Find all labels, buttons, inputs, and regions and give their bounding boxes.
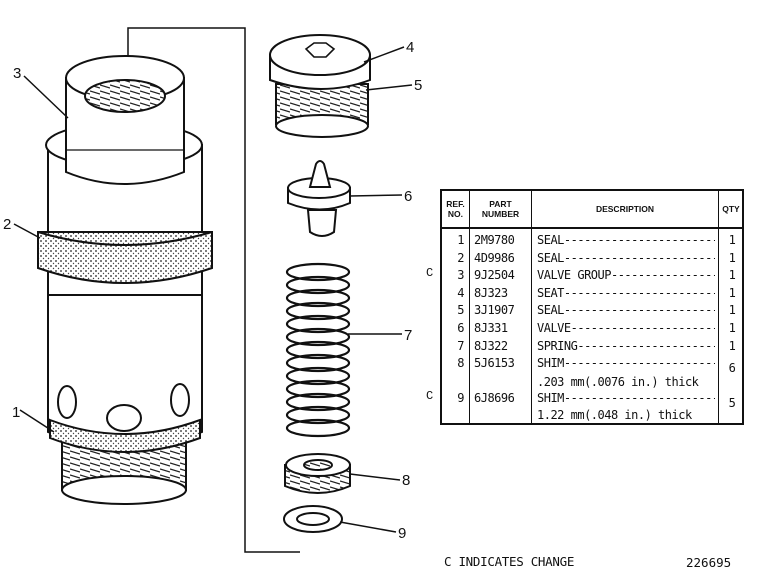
part-number: 8J322 xyxy=(474,338,508,353)
part-number: 3J1907 xyxy=(474,303,515,318)
qty: 1 xyxy=(728,250,736,265)
qty: 1 xyxy=(728,285,736,300)
spring-part xyxy=(285,262,351,438)
description: VALVE GROUP------------------- xyxy=(537,268,715,283)
assembly-bracket xyxy=(127,27,300,553)
table-header xyxy=(442,191,742,229)
part-number: 5J6153 xyxy=(474,356,515,371)
ref-no: 2 xyxy=(457,250,464,265)
ref-no: 1 xyxy=(457,233,464,247)
ref-no: 4 xyxy=(457,285,464,300)
part-number: 8J323 xyxy=(474,285,508,300)
qty: 1 xyxy=(728,268,736,283)
ref-no: 9 xyxy=(457,391,464,406)
part-number: 8J331 xyxy=(474,321,508,335)
seal-ring-upper xyxy=(37,231,213,284)
ref-no: 7 xyxy=(457,338,464,353)
description: SEAL-------------------------- xyxy=(537,233,715,247)
callout-7: 7 xyxy=(404,327,412,344)
row-8-thickness-note: .203 mm(.0076 in.) thick xyxy=(537,375,699,389)
shim-washer-part xyxy=(283,505,343,533)
seal-ring-lower xyxy=(49,418,201,453)
header-qty: QTY xyxy=(722,204,740,214)
header-ref-no: REF. NO. xyxy=(446,199,465,219)
part-number: 2M9780 xyxy=(474,233,515,247)
change-mark-row-9: C xyxy=(426,389,434,403)
callout-9: 9 xyxy=(398,525,406,542)
callout-2: 2 xyxy=(3,216,11,233)
part-number: 6J8696 xyxy=(474,391,515,406)
ref-no: 3 xyxy=(457,268,464,283)
description: SPRING------------------------ xyxy=(537,338,715,353)
description: SHIM-------------------------- xyxy=(537,391,715,406)
shim-stack-part xyxy=(284,453,351,494)
description: SEAT-------------------------- xyxy=(537,285,715,300)
header-description: DESCRIPTION xyxy=(595,204,655,214)
leader-lines xyxy=(13,46,413,533)
callout-8: 8 xyxy=(402,472,410,489)
qty: 5 xyxy=(728,396,736,411)
callout-6: 6 xyxy=(404,188,412,205)
callout-5: 5 xyxy=(414,77,422,94)
qty: 1 xyxy=(728,338,736,353)
table-row: 5 3J1907 SEAL-------------------------- … xyxy=(442,302,742,320)
ref-no: 8 xyxy=(457,356,464,371)
illustration-number: 226695 xyxy=(686,555,732,570)
table-row: 9 6J8696 SHIM-------------------------- … xyxy=(442,390,742,411)
callout-4: 4 xyxy=(406,39,414,56)
table-row: 3 9J2504 VALVE GROUP------------------- … xyxy=(442,267,742,285)
ref-no: 6 xyxy=(457,321,464,335)
part-number: 9J2504 xyxy=(474,268,515,283)
qty: 1 xyxy=(728,233,736,247)
qty: 1 xyxy=(728,321,736,335)
callout-3: 3 xyxy=(13,65,21,82)
seat-part xyxy=(269,34,371,138)
part-number: 4D9986 xyxy=(474,250,515,265)
table-row: 7 8J322 SPRING------------------------ 1 xyxy=(442,338,742,356)
parts-table: REF. NO. PART NUMBER DESCRIPTION QTY 1 2… xyxy=(440,189,744,425)
header-part-number: PART NUMBER xyxy=(481,199,520,219)
description: VALVE------------------------- xyxy=(537,321,715,335)
table-row: 4 8J323 SEAT-------------------------- 1 xyxy=(442,285,742,303)
table-row: 1 2M9780 SEAL-------------------------- … xyxy=(442,232,742,250)
description: SEAL-------------------------- xyxy=(537,303,715,318)
description: SEAL-------------------------- xyxy=(537,250,715,265)
row-9-thickness-note: 1.22 mm(.048 in.) thick xyxy=(537,408,692,422)
table-row: 8 5J6153 SHIM-------------------------- … xyxy=(442,355,742,376)
ref-no: 5 xyxy=(457,303,464,318)
callout-1: 1 xyxy=(12,404,20,421)
valve-part xyxy=(287,160,351,237)
qty: 6 xyxy=(728,361,736,376)
table-row: 6 8J331 VALVE------------------------- 1 xyxy=(442,320,742,338)
qty: 1 xyxy=(728,303,736,318)
change-mark-row-3: C xyxy=(426,266,434,280)
valve-body xyxy=(37,55,213,505)
change-legend: C INDICATES CHANGE xyxy=(444,554,575,569)
table-row: 2 4D9986 SEAL-------------------------- … xyxy=(442,250,742,268)
description: SHIM-------------------------- xyxy=(537,356,715,371)
